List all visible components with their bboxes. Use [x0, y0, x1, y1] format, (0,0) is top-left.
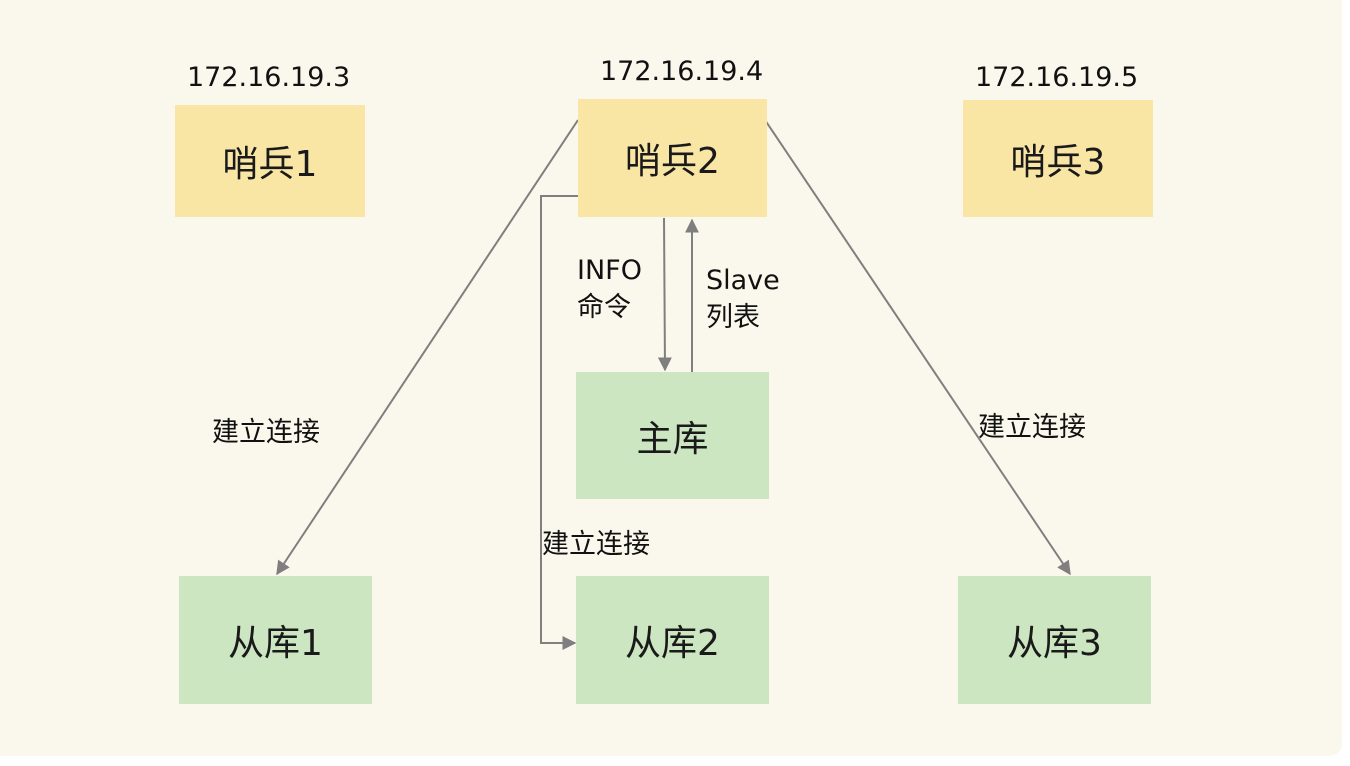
connect-middle-label: 建立连接: [542, 529, 650, 560]
arrow-sentinel2-to-replica2: [540, 195, 578, 650]
slave-list-line1: Slave: [706, 265, 780, 296]
master-node: 主库: [576, 372, 769, 499]
sentinel2-label: 哨兵2: [625, 141, 720, 182]
sentinel1-ip: 172.16.19.3: [187, 62, 351, 93]
info-command-line1: INFO: [577, 255, 642, 286]
connect-right-label: 建立连接: [978, 412, 1086, 443]
sentinel3-label: 哨兵3: [1010, 141, 1106, 183]
replica1-node: 从库1: [179, 576, 372, 704]
sentinel2-node: 哨兵2: [578, 99, 767, 217]
connect-left-label: 建立连接: [212, 417, 320, 448]
arrow-sentinel2-to-replica3: [764, 119, 1071, 576]
replica2-node: 从库2: [576, 576, 769, 704]
master-label: 主库: [636, 418, 709, 460]
replica2-label: 从库2: [625, 623, 720, 664]
sentinel3-node: 哨兵3: [963, 100, 1153, 217]
slave-list-line2: 列表: [706, 302, 760, 333]
info-command-label: INFO 命令: [577, 252, 642, 326]
sentinel3-ip: 172.16.19.5: [975, 62, 1139, 93]
sentinel1-label: 哨兵1: [222, 144, 318, 185]
sentinel1-node: 哨兵1: [175, 105, 365, 217]
replica1-label: 从库1: [228, 623, 323, 664]
replica3-node: 从库3: [958, 576, 1151, 704]
slave-list-label: Slave 列表: [706, 262, 780, 336]
replica3-label: 从库3: [1007, 623, 1102, 664]
arrow-sentinel2-to-replica1: [276, 119, 579, 576]
info-command-line2: 命令: [577, 292, 631, 323]
arrow-info-command: [657, 217, 672, 372]
sentinel2-ip: 172.16.19.4: [600, 56, 764, 87]
